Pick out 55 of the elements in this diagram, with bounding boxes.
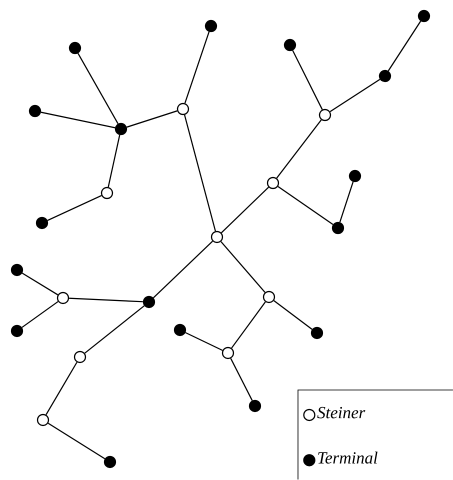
tree-edge <box>108 134 120 188</box>
terminal-dot <box>284 38 296 52</box>
tree-edge <box>126 110 178 128</box>
tree-edge <box>292 50 323 110</box>
terminal-dot <box>68 42 82 54</box>
tree-edge <box>185 332 223 351</box>
tree-edge <box>153 240 213 298</box>
steiner-point <box>222 346 234 360</box>
terminal-dot <box>310 326 324 340</box>
steiner-point <box>176 102 190 116</box>
tree-edge <box>339 182 354 222</box>
tree-edge <box>40 112 116 128</box>
steiner-point <box>262 290 276 304</box>
tree-edge <box>220 186 270 234</box>
legend-item: Steiner <box>303 406 366 422</box>
tree-edge <box>77 53 118 124</box>
terminal-dot <box>28 104 42 118</box>
terminal-dot <box>418 10 430 22</box>
terminal-dot <box>36 216 48 230</box>
tree-edge <box>47 195 102 221</box>
tree-edge <box>388 20 422 72</box>
terminal-dot <box>142 296 156 308</box>
terminal-dot <box>174 324 186 336</box>
tree-edge <box>231 302 266 348</box>
tree-edge <box>184 32 210 104</box>
tree-edge <box>84 305 145 354</box>
terminal-dot <box>378 70 392 82</box>
terminal-dot <box>248 400 262 412</box>
tree-edge <box>184 114 216 232</box>
steiner-point <box>100 186 114 200</box>
tree-edge <box>48 422 106 460</box>
terminal-dot <box>10 324 24 338</box>
tree-edge <box>69 298 143 302</box>
terminal-dot <box>104 456 116 468</box>
terminal-dot <box>204 20 218 32</box>
tree-edge <box>330 78 380 112</box>
terminal-dot <box>348 170 362 182</box>
tree-edge <box>278 186 334 226</box>
tree-edge <box>46 362 78 416</box>
legend-item: Terminal <box>303 452 378 466</box>
tree-edge <box>230 358 253 401</box>
steiner-point <box>318 108 332 122</box>
terminal-dot <box>332 222 344 234</box>
tree-edge <box>276 119 322 179</box>
steiner-point <box>210 230 224 244</box>
terminal-dot <box>114 122 128 136</box>
tree-edge <box>22 301 58 328</box>
terminal-dot <box>10 264 24 276</box>
tree-edge <box>274 300 312 330</box>
tree-edge <box>22 272 58 296</box>
steiner-point <box>74 350 86 364</box>
steiner-point <box>266 176 280 190</box>
tree-edge <box>220 241 266 293</box>
steiner-point <box>56 292 70 304</box>
steiner-point <box>36 414 50 426</box>
